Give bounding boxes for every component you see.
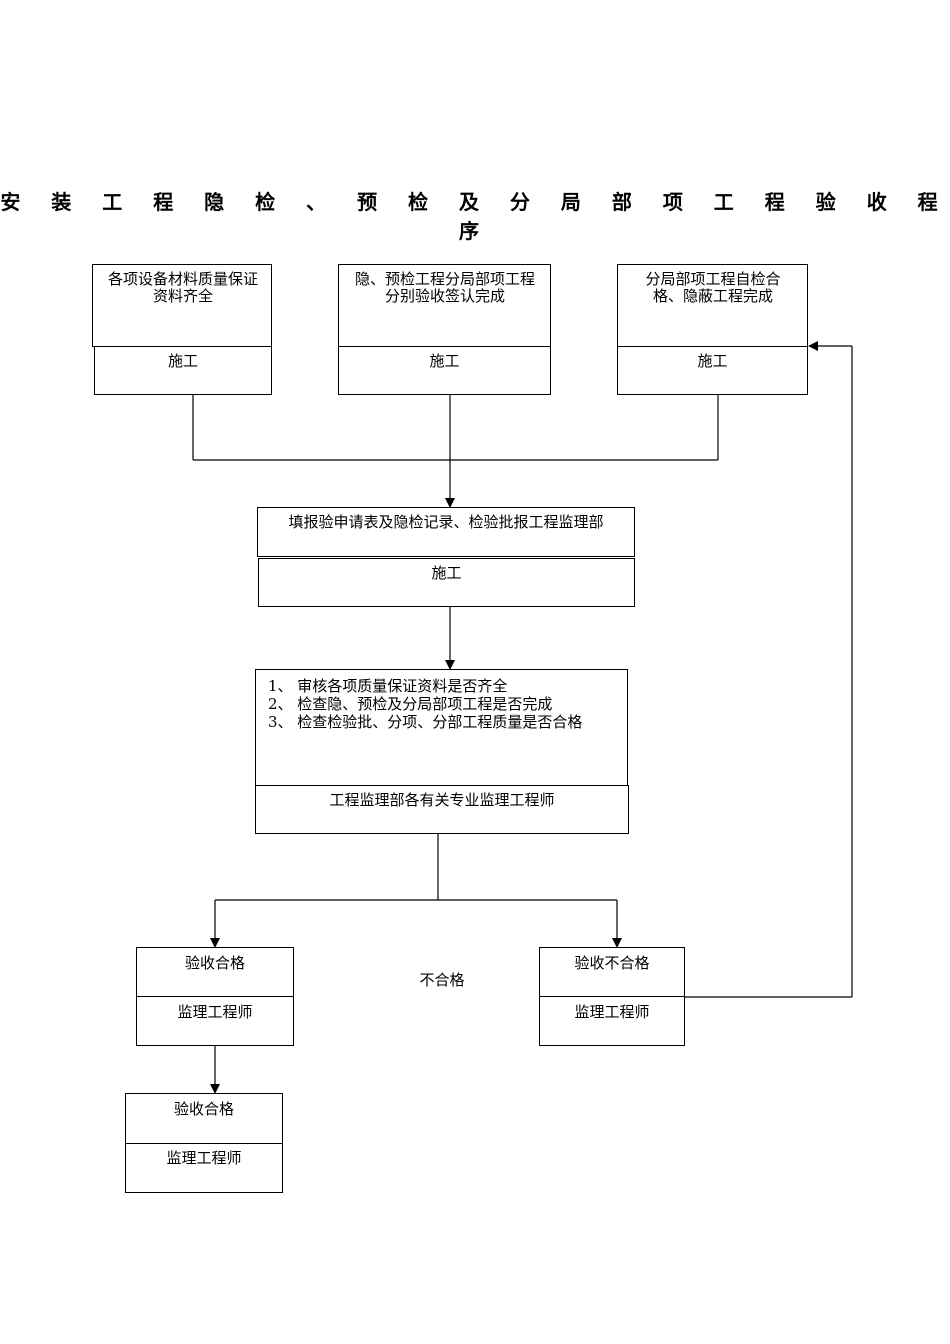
prior-inspection-box-text: 隐、预检工程分局部项工程分别验收签认完成 <box>355 270 536 305</box>
materials-box-text: 各项设备材料质量保证资料齐全 <box>108 270 259 305</box>
self-check-box-role: 施工 <box>697 352 728 370</box>
review-item-1: 1、 审核各项质量保证资料是否齐全 <box>268 677 508 695</box>
final-pass-box-role: 监理工程师 <box>166 1149 242 1167</box>
fail-box-role: 监理工程师 <box>574 1003 650 1021</box>
fail-box-text: 验收不合格 <box>574 954 650 972</box>
application-box-top <box>257 507 635 557</box>
final-pass-box-top <box>125 1093 283 1144</box>
fail-box-bottom <box>539 996 685 1046</box>
diagram-title: 安 装 工 程 隐 检 、 预 检 及 分 局 部 项 工 程 验 收 程 序 <box>0 190 950 243</box>
review-box-role: 工程监理部各有关专业监理工程师 <box>329 791 555 809</box>
review-item-2: 2、 检查隐、预检及分局部项工程是否完成 <box>268 695 553 713</box>
pass-box-text: 验收合格 <box>184 954 245 972</box>
review-item-3: 3、 检查检验批、分项、分部工程质量是否合格 <box>268 713 583 731</box>
prior-inspection-box-bottom <box>338 346 551 395</box>
materials-box-role: 施工 <box>167 352 198 370</box>
pass-box-bottom <box>136 996 294 1046</box>
application-box-text: 填报验申请表及隐检记录、检验批报工程监理部 <box>288 513 604 531</box>
self-check-box-bottom <box>617 346 808 395</box>
final-pass-box-text: 验收合格 <box>173 1100 234 1118</box>
final-pass-box-bottom <box>125 1143 283 1193</box>
review-box-bottom <box>255 785 629 834</box>
materials-box-bottom <box>94 346 272 395</box>
fail-box-top <box>539 947 685 997</box>
pass-box-role: 监理工程师 <box>177 1003 253 1021</box>
application-box-bottom <box>258 558 635 607</box>
fail-label: 不合格 <box>419 971 465 989</box>
self-check-box-text: 分局部项工程自检合格、隐蔽工程完成 <box>645 270 781 305</box>
prior-inspection-box-role: 施工 <box>429 352 460 370</box>
application-box-role: 施工 <box>431 564 462 582</box>
